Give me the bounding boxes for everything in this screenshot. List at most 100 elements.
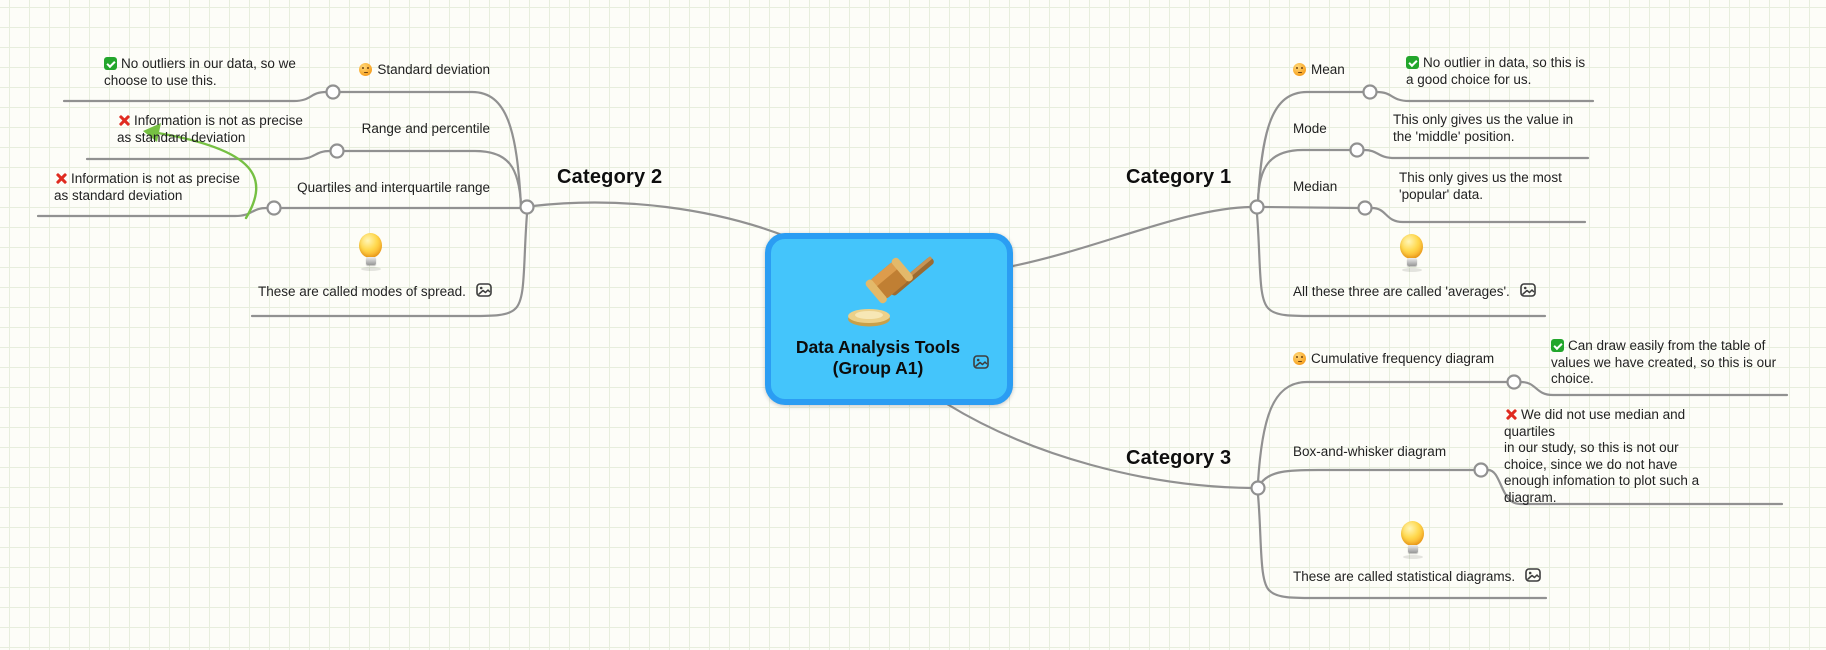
relationship-arrow[interactable] xyxy=(156,131,258,220)
node-cumfreq[interactable]: Cumulative frequency diagram xyxy=(1293,351,1494,366)
node-mode-label: Mode xyxy=(1293,121,1327,136)
root-attachment-button[interactable] xyxy=(973,355,989,374)
cross-icon xyxy=(54,172,67,185)
node-median[interactable]: Median xyxy=(1293,179,1337,194)
connector-dot-cumfreq[interactable] xyxy=(1506,374,1522,390)
note-quartiles-text: Information is not as precise as standar… xyxy=(54,171,240,203)
node-boxwhisker[interactable]: Box-and-whisker diagram xyxy=(1293,444,1446,459)
image-icon xyxy=(476,283,492,297)
node-quartiles[interactable]: Quartiles and interquartile range xyxy=(297,180,490,195)
branch-std xyxy=(338,90,523,208)
cat1-summary-text: All these three are called 'averages'. xyxy=(1293,284,1510,299)
note-mode-text: This only gives us the value in the 'mid… xyxy=(1393,112,1574,144)
hushed-face-icon xyxy=(359,63,373,76)
check-icon xyxy=(1551,339,1564,352)
connector-dot-range[interactable] xyxy=(329,143,345,159)
root-node[interactable]: Data Analysis Tools (Group A1) xyxy=(765,233,1013,405)
note-boxwhisker-text: We did not use median and quartiles in o… xyxy=(1504,407,1700,505)
node-range[interactable]: Range and percentile xyxy=(362,121,490,136)
note-boxwhisker[interactable]: We did not use median and quartiles in o… xyxy=(1504,407,1722,506)
lightbulb-icon xyxy=(1400,234,1424,272)
connector-dot-cat2[interactable] xyxy=(519,199,535,215)
branch-quartiles-note xyxy=(36,206,269,218)
branch-mean xyxy=(1256,90,1365,203)
branch-mode-note xyxy=(1362,148,1590,160)
node-boxwhisker-label: Box-and-whisker diagram xyxy=(1293,444,1447,459)
branch-boxwhisker-note xyxy=(1486,468,1784,506)
node-mean[interactable]: Mean xyxy=(1293,62,1345,77)
image-icon xyxy=(1519,283,1536,297)
cross-icon xyxy=(1504,408,1517,421)
image-icon xyxy=(973,355,989,369)
note-range-text: Information is not as precise as standar… xyxy=(117,113,303,145)
connector-dot-mean[interactable] xyxy=(1362,84,1378,100)
branch-mode xyxy=(1256,148,1352,203)
branch-boxwhisker xyxy=(1259,468,1476,485)
main-branch-cat2 xyxy=(531,201,792,240)
hushed-face-icon xyxy=(1293,63,1306,76)
branch-mean-note xyxy=(1375,90,1595,103)
node-cumfreq-label: Cumulative frequency diagram xyxy=(1311,351,1495,366)
node-mean-label: Mean xyxy=(1311,62,1345,77)
check-icon xyxy=(1406,56,1419,69)
node-std-label: Standard deviation xyxy=(377,62,490,77)
branch-std-note xyxy=(62,90,328,103)
node-category-3[interactable]: Category 3 xyxy=(1126,447,1232,469)
note-cumfreq[interactable]: Can draw easily from the table of values… xyxy=(1551,338,1783,388)
note-cumfreq-text: Can draw easily from the table of values… xyxy=(1551,338,1777,386)
connector-dot-median[interactable] xyxy=(1357,200,1373,216)
cat3-attachment-button[interactable] xyxy=(1525,568,1541,585)
branch-median-note xyxy=(1370,206,1587,224)
node-median-label: Median xyxy=(1293,179,1338,194)
note-median-text: This only gives us the most 'popular' da… xyxy=(1399,170,1562,202)
note-std[interactable]: No outliers in our data, so we choose to… xyxy=(104,56,309,89)
cross-icon xyxy=(117,114,130,127)
connector-dot-mode[interactable] xyxy=(1349,142,1365,158)
relationship-arrowhead[interactable] xyxy=(143,123,161,142)
branch-median xyxy=(1262,205,1360,210)
lightbulb-icon xyxy=(1401,521,1425,559)
lightbulb-icon xyxy=(359,233,383,271)
node-cat1-summary[interactable]: All these three are called 'averages'. xyxy=(1293,283,1536,300)
note-mode[interactable]: This only gives us the value in the 'mid… xyxy=(1393,112,1593,145)
connector-dot-std[interactable] xyxy=(325,84,341,100)
branch-cumfreq xyxy=(1256,380,1509,484)
gavel-icon xyxy=(848,256,934,327)
connector-dot-cat3[interactable] xyxy=(1250,480,1266,496)
branch-range-note xyxy=(85,149,332,161)
branch-range xyxy=(342,149,523,207)
node-std[interactable]: Standard deviation xyxy=(359,62,490,77)
root-title-line2: (Group A1) xyxy=(832,358,924,378)
cat1-attachment-button[interactable] xyxy=(1519,283,1536,300)
note-median[interactable]: This only gives us the most 'popular' da… xyxy=(1399,170,1589,203)
note-std-text: No outliers in our data, so we choose to… xyxy=(104,56,296,88)
main-branch-cat3 xyxy=(945,402,1254,490)
node-mode[interactable]: Mode xyxy=(1293,121,1327,136)
branch-cat2-summary xyxy=(250,212,529,318)
connector-dot-boxwhisker[interactable] xyxy=(1473,462,1489,478)
check-icon xyxy=(104,57,117,70)
hushed-face-icon xyxy=(1293,352,1306,365)
branch-cat3-summary xyxy=(1256,493,1548,600)
note-quartiles[interactable]: Information is not as precise as standar… xyxy=(54,171,249,204)
node-cat2-summary[interactable]: These are called modes of spread. xyxy=(258,283,492,300)
branch-cumfreq-note xyxy=(1519,380,1789,397)
note-mean[interactable]: No outlier in data, so this is a good ch… xyxy=(1406,55,1606,88)
root-title-line1: Data Analysis Tools xyxy=(795,337,961,357)
node-cat3-summary[interactable]: These are called statistical diagrams. xyxy=(1293,568,1541,585)
node-category-1[interactable]: Category 1 xyxy=(1126,166,1232,188)
node-quartiles-label: Quartiles and interquartile range xyxy=(297,180,490,195)
note-range[interactable]: Information is not as precise as standar… xyxy=(117,113,312,146)
image-icon xyxy=(1525,568,1541,582)
connector-dot-quartiles[interactable] xyxy=(266,200,282,216)
main-branch-cat1 xyxy=(1011,205,1253,268)
node-category-2[interactable]: Category 2 xyxy=(557,166,663,188)
cat2-attachment-button[interactable] xyxy=(476,283,492,300)
note-mean-text: No outlier in data, so this is a good ch… xyxy=(1406,55,1586,87)
root-title: Data Analysis Tools (Group A1) xyxy=(771,337,1007,379)
node-range-label: Range and percentile xyxy=(361,121,490,136)
branch-cat1-summary xyxy=(1255,212,1547,318)
connector-dot-cat1[interactable] xyxy=(1249,199,1265,215)
